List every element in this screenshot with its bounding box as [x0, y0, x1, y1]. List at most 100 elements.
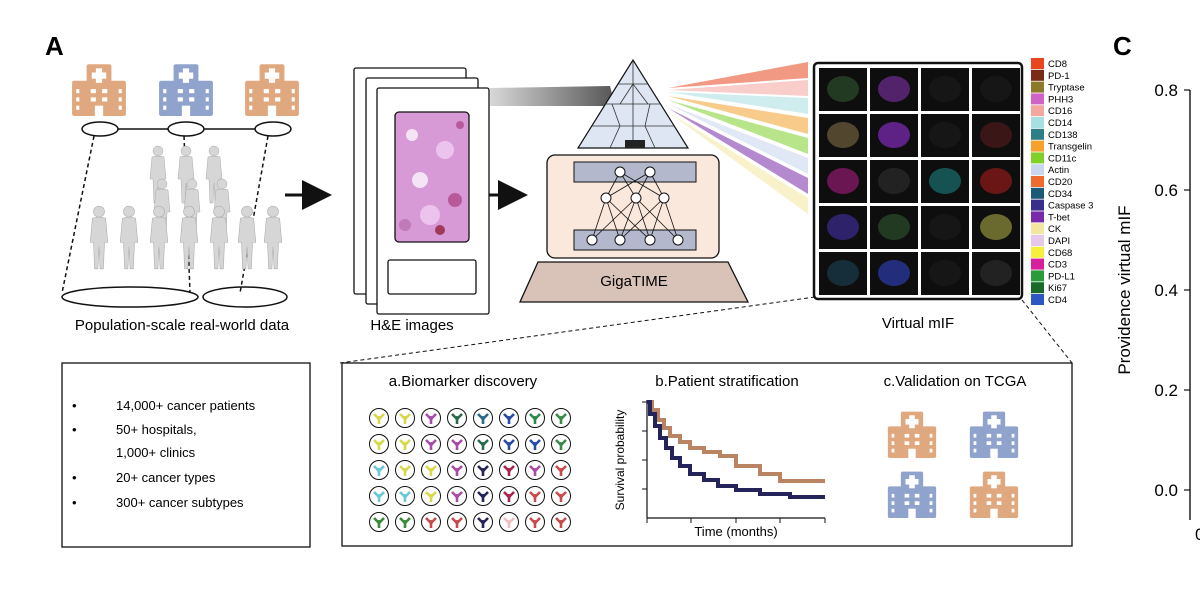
legend-label: Ki67	[1048, 283, 1067, 294]
mif-tile	[819, 160, 867, 203]
legend-label: Caspase 3	[1048, 201, 1093, 212]
mif-tile	[819, 252, 867, 295]
km-curve-high	[647, 400, 825, 483]
legend-swatch	[1031, 199, 1044, 211]
stat-line: 1,000+ clinics	[116, 445, 196, 460]
stat-line: 14,000+ cancer patients	[116, 398, 256, 413]
callout-line-left	[339, 296, 816, 364]
mif-tile	[870, 68, 918, 111]
biomarker-icon	[525, 460, 545, 480]
biomarker-icon	[551, 486, 571, 506]
mif-tile	[870, 114, 918, 157]
biomarker-icon	[551, 434, 571, 454]
legend-label: CK	[1048, 224, 1062, 235]
stat-line: 50+ hospitals,	[116, 422, 197, 437]
mif-tile	[921, 160, 969, 203]
biomarker-icon	[395, 460, 415, 480]
biomarker-icon	[421, 486, 441, 506]
mif-grid	[819, 68, 1020, 295]
model-name: GigaTIME	[600, 273, 668, 290]
chart-c-ytick-label: 0.0	[1154, 481, 1178, 500]
mif-tile	[921, 68, 969, 111]
mif-tile	[819, 114, 867, 157]
biomarker-icon	[447, 486, 467, 506]
legend-label: CD16	[1048, 106, 1072, 117]
legend-swatch	[1031, 128, 1044, 140]
mif-tile	[921, 206, 969, 249]
chart-c-ytick-label: 0.2	[1154, 381, 1178, 400]
legend-label: PHH3	[1048, 94, 1073, 105]
he-slide-stack	[353, 67, 490, 315]
km-curve-low	[647, 400, 825, 499]
legend-swatch	[1031, 58, 1044, 69]
biomarker-icon	[525, 434, 545, 454]
legend-label: CD8	[1048, 59, 1067, 70]
biomarker-icon	[421, 434, 441, 454]
chart-c-xtick-label: 0	[1195, 525, 1200, 544]
biomarker-icon	[369, 408, 389, 428]
biomarker-icon	[473, 434, 493, 454]
chart-c: Providence virtual mIF 0.80.60.40.20.00	[1115, 81, 1200, 544]
chart-c-ytick-label: 0.4	[1154, 281, 1178, 300]
legend-swatch	[1031, 235, 1044, 246]
biomarker-icon	[473, 460, 493, 480]
he-tissue-texture	[399, 121, 464, 235]
biomarker-icon	[447, 434, 467, 454]
km-ylabel: Survival probability	[613, 410, 627, 511]
stat-line: 300+ cancer subtypes	[116, 495, 244, 510]
biomarker-icon	[499, 408, 519, 428]
chart-c-ytick-label: 0.8	[1154, 81, 1178, 100]
legend-label: Actin	[1048, 165, 1069, 176]
stat-line: 20+ cancer types	[116, 470, 216, 485]
legend-swatch	[1031, 164, 1044, 176]
biomarker-icon	[499, 512, 519, 532]
he-caption: H&E images	[370, 317, 453, 334]
biomarker-icon	[395, 434, 415, 454]
legend-swatch	[1031, 258, 1044, 270]
legend-label: CD3	[1048, 260, 1067, 271]
mif-tile	[819, 206, 867, 249]
population-crowd	[89, 145, 283, 270]
output-rays	[668, 62, 808, 214]
legend-swatch	[1031, 246, 1044, 258]
legend-swatch	[1031, 81, 1044, 93]
legend-label: CD138	[1048, 130, 1078, 141]
hospital-icon-orange-1	[72, 64, 126, 116]
stratification-title: b.Patient stratification	[655, 373, 798, 390]
legend-label: CD11c	[1048, 153, 1077, 164]
biomarker-title: a.Biomarker discovery	[389, 373, 538, 390]
input-beam	[490, 86, 615, 106]
stat-bullet: •	[72, 470, 77, 485]
biomarker-icon	[369, 486, 389, 506]
mif-tile	[870, 160, 918, 203]
legend-label: PD-L1	[1048, 271, 1075, 282]
mif-tile	[972, 114, 1020, 157]
biomarker-icon	[525, 486, 545, 506]
biomarker-icon	[447, 512, 467, 532]
legend-swatch	[1031, 69, 1044, 81]
biomarker-icon	[473, 408, 493, 428]
km-xlabel: Time (months)	[694, 524, 777, 539]
legend-label: CD14	[1048, 118, 1072, 129]
biomarker-icon	[395, 512, 415, 532]
biomarker-icon	[551, 512, 571, 532]
callout-line-right	[1021, 299, 1073, 364]
biomarker-icon	[421, 512, 441, 532]
legend-swatch	[1031, 117, 1044, 128]
legend-swatch	[1031, 187, 1044, 199]
hospital-icon-orange-2	[245, 64, 299, 116]
panel-label-c: C	[1113, 31, 1132, 61]
legend-label: CD4	[1048, 295, 1067, 306]
biomarker-icon	[369, 434, 389, 454]
biomarker-icon	[447, 408, 467, 428]
biomarker-icon	[473, 512, 493, 532]
mif-tile	[921, 252, 969, 295]
chart-c-ylabel: Providence virtual mIF	[1115, 205, 1134, 374]
legend-label: CD68	[1048, 248, 1072, 259]
mif-caption: Virtual mIF	[882, 315, 954, 332]
biomarker-icon	[421, 460, 441, 480]
biomarker-icon	[369, 460, 389, 480]
km-plot: Survival probability Time (months)	[613, 400, 826, 539]
biomarker-icon	[551, 460, 571, 480]
mif-tile	[972, 160, 1020, 203]
